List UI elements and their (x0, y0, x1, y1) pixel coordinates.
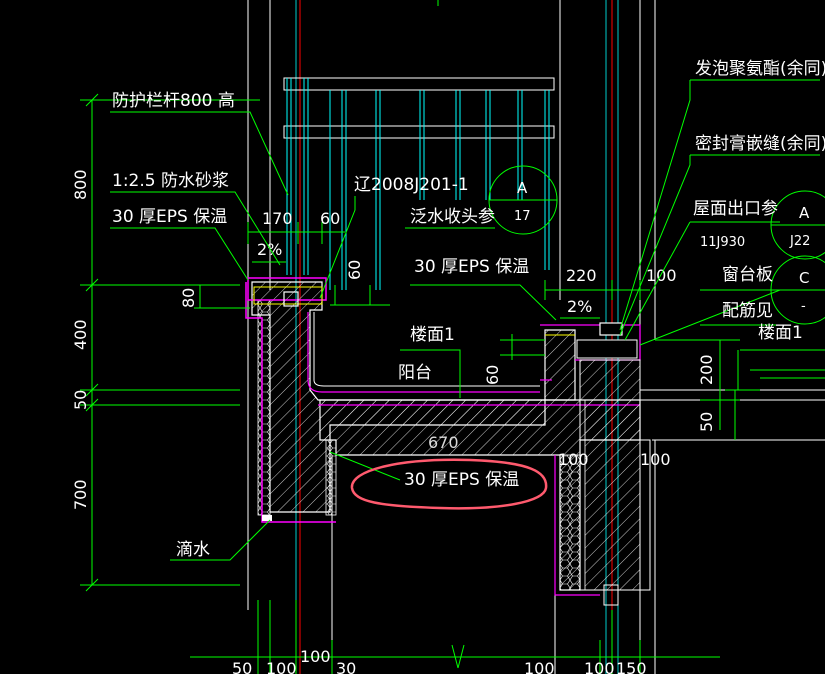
leader-lines (110, 79, 825, 561)
label-window-sill: 窗台板 (722, 265, 773, 285)
dim-bottom-150: 150 (616, 659, 647, 674)
dim-800: 800 (71, 169, 90, 200)
dim-100-right-top: 100 (646, 266, 677, 285)
circle-3-bottom: - (801, 299, 806, 314)
right-curb (540, 322, 651, 606)
right-dims (500, 280, 825, 440)
dim-50: 50 (71, 390, 90, 410)
circle-2-top: A (799, 204, 810, 222)
label-eps-top-mid: 30 厚EPS 保温 (414, 257, 529, 277)
circle-3-top: C (799, 269, 809, 287)
label-mortar: 1:2.5 防水砂浆 (112, 171, 229, 191)
detail-circle-1: A 17 (488, 165, 558, 235)
dim-50-right: 50 (697, 412, 716, 432)
dim-bottom-30: 30 (336, 659, 356, 674)
label-ref-11j: 11J930 (700, 235, 745, 250)
dim-bottom-100-c: 100 (524, 659, 555, 674)
dim-60-top: 60 (320, 209, 340, 228)
highlight-ellipse (350, 458, 548, 510)
dim-400: 400 (71, 319, 90, 350)
dim-100-mid-a: 100 (558, 450, 589, 469)
circle-1-top: A (517, 179, 528, 197)
label-eps-bottom: 30 厚EPS 保温 (404, 470, 519, 490)
left-dimension-chain (80, 93, 260, 592)
dim-bottom-100-d: 100 (584, 659, 615, 674)
dim-bottom-100-b: 100 (300, 647, 331, 666)
label-foam: 发泡聚氨酯(余同) (695, 59, 825, 79)
dim-100-mid-b: 100 (640, 450, 671, 469)
dim-670: 670 (428, 433, 459, 452)
label-roof-outlet: 屋面出口参 (693, 199, 778, 219)
detail-circle-3: C - (770, 255, 825, 325)
label-floor-right: 楼面1 (758, 323, 803, 343)
dim-60-right: 60 (483, 365, 502, 385)
dim-bottom-100-a: 100 (266, 659, 297, 674)
circle-1-bottom: 17 (514, 209, 531, 224)
label-balcony: 阳台 (398, 363, 432, 383)
left-parapet (245, 277, 546, 523)
dim-170: 170 (262, 209, 293, 228)
railing (283, 77, 555, 290)
label-ref-std: 辽2008J201-1 (354, 175, 469, 195)
dim-2pct-left: 2% (257, 240, 282, 259)
detail-circle-2: A J22 (770, 190, 825, 260)
dim-60-mid: 60 (345, 260, 364, 280)
top-left-dims (247, 222, 390, 306)
circle-2-bottom: J22 (789, 234, 810, 249)
axis-lines (247, 0, 825, 674)
dim-200: 200 (697, 354, 716, 385)
label-eps-top-left: 30 厚EPS 保温 (112, 207, 227, 227)
label-floor-mid: 楼面1 (410, 325, 455, 345)
dim-2pct-right: 2% (567, 297, 592, 316)
dim-700: 700 (71, 479, 90, 510)
label-sealant: 密封膏嵌缝(余同) (695, 133, 825, 154)
label-drip: 滴水 (176, 540, 210, 560)
left-dimension-texts: 800 400 50 700 80 (71, 169, 198, 510)
label-railing: 防护栏杆800 高 (112, 91, 235, 111)
dim-220: 220 (566, 266, 597, 285)
bottom-dims (190, 600, 720, 674)
label-water-detail: 泛水收头参 (410, 207, 495, 227)
dim-80: 80 (179, 288, 198, 308)
label-rebar: 配筋见 (722, 301, 773, 321)
dim-bottom-50: 50 (232, 659, 252, 674)
